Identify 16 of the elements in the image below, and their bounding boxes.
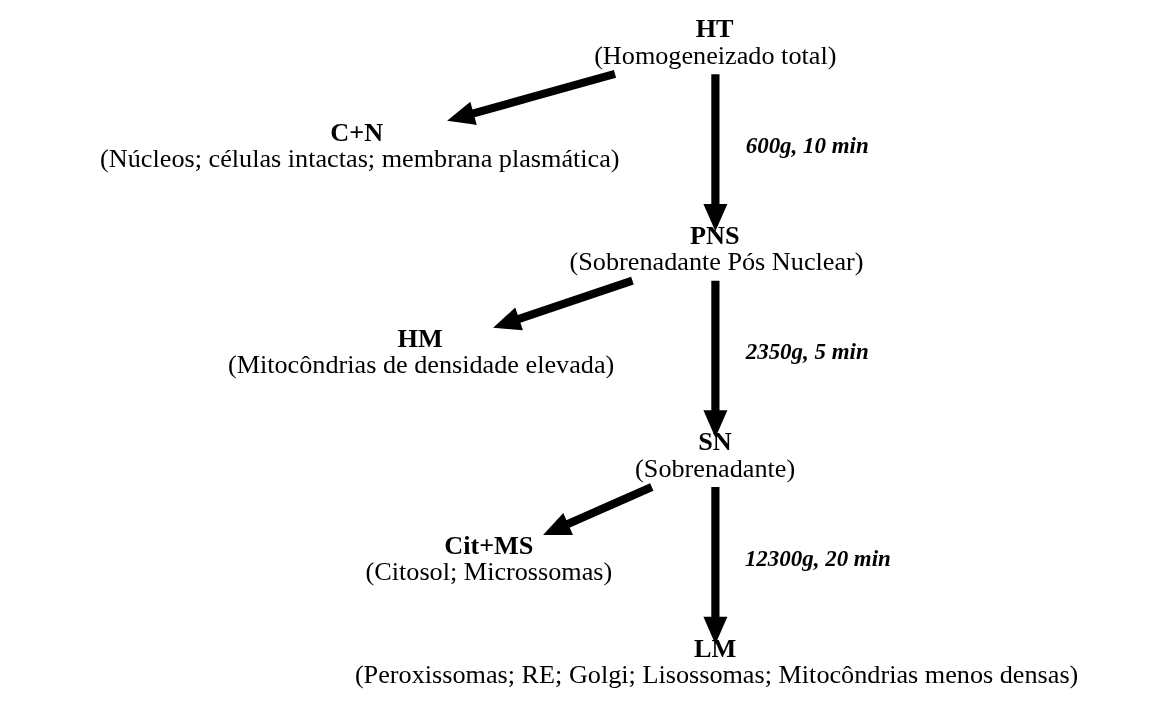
- arrow: [447, 69, 617, 125]
- arrow: [703, 74, 728, 232]
- arrow: [703, 487, 728, 645]
- edge-label: 600g, 10 min: [745, 132, 869, 158]
- node-text: LM (Peroxissomas; RE; Golgi; Lisossomas; Mitocôndrias menos densas): [354, 633, 1079, 690]
- node-text: PNS (Sobrenadante Pós Nuclear): [569, 220, 864, 277]
- edge-label: 12300g, 20 min: [744, 545, 891, 571]
- node-text: HM (Mitocôndrias de densidade elevada): [227, 324, 615, 380]
- arrow: [493, 276, 634, 331]
- node-text: HT (Homogeneizado total): [594, 14, 837, 70]
- node-text: SN (Sobrenadante): [635, 427, 796, 483]
- arrow: [703, 280, 728, 438]
- node-text: Cit+MS (Citosol; Microssomas): [365, 530, 613, 586]
- arrow: [543, 483, 654, 536]
- node-text: C+N (Núcleos; células intactas; membrana plasmática): [100, 117, 620, 173]
- edge-label: 2350g, 5 min: [745, 339, 869, 365]
